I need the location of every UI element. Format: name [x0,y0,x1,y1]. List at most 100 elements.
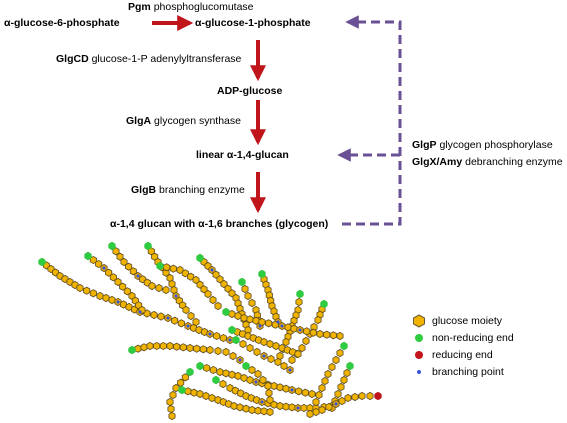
red-dot-icon [415,351,423,359]
glucose-unit [240,313,248,323]
glucose-unit [171,316,179,325]
glucose-unit [192,275,200,285]
glucose-unit [315,390,323,400]
g1p-label: α-glucose-1-phosphate [195,17,311,29]
glucose-unit [166,341,174,351]
glucose-unit [324,369,332,379]
glucose-unit [239,339,247,349]
glucose-unit [209,365,217,375]
glucose-unit [159,341,167,351]
glucose-unit [255,335,263,345]
glucose-unit [206,345,214,355]
glucose-unit [157,312,165,321]
glucose-unit [236,403,244,412]
glucose-unit [336,331,344,341]
glgcd-name: glucose-1-P adenylyltransferase [91,53,242,65]
glgx-enzyme: GlgX/Amy [412,156,463,168]
glucose-unit [229,351,237,361]
non-reducing-end [222,308,230,316]
glucose-unit [83,286,91,295]
glucose-unit [182,305,190,315]
pgm-label: Pgm phosphoglucomutase [128,1,254,13]
glucose-unit [300,403,308,413]
glucose-unit [162,285,170,295]
glucose-unit [199,345,207,354]
branching-point [116,300,120,304]
glucose-unit [239,329,247,339]
glucose-unit [76,283,84,293]
glucose-unit [254,369,262,379]
non-reducing-end [212,376,220,384]
glucose-unit [298,343,306,353]
glucose-unit [184,387,192,396]
glucose-unit [214,346,222,356]
glucose-unit [202,391,210,401]
glucose-unit [258,317,266,327]
glucose-unit [187,311,195,321]
glucose-unit [323,330,331,339]
glucose-unit [105,268,113,277]
glga-enzyme: GlgA [126,115,152,127]
non-reducing-end [178,386,186,394]
glucose-unit [231,386,239,395]
glga-name: glycogen synthase [154,115,241,127]
glucose-unit [248,365,256,375]
glucose-unit [247,393,255,403]
glucose-unit [343,368,351,378]
glucose-unit [192,317,200,327]
glucose-unit [169,264,177,273]
glucose-unit [309,328,317,337]
glucose-unit [246,375,254,385]
glucose-unit [203,363,211,373]
glucose-unit [295,387,303,396]
g6p-label: α-glucose-6-phosphate [4,17,120,29]
glucose-unit [260,337,268,347]
non-reducing-end [320,300,328,308]
glucose-unit [248,298,256,308]
glucose-unit [176,265,184,275]
glucose-unit [222,369,230,378]
glucose-unit [288,355,296,365]
glucose-unit [241,284,249,294]
glgx-name: debranching enzyme [465,156,563,168]
branching-point [296,406,300,410]
legend-label: non-reducing end [432,332,514,344]
glucose-unit [129,267,137,276]
glucose-unit [337,382,345,392]
branching-point [298,328,302,332]
legend-label: branching point [432,366,504,378]
glucose-unit [267,354,275,364]
glucose-unit [208,393,216,403]
glucose-unit [344,393,352,403]
glucose-unit [265,388,273,398]
glucose-unit [282,337,290,347]
glucose-unit [237,389,245,398]
glucose-unit [321,376,329,386]
glucose-unit [177,319,185,328]
legend-item-branching: branching point [410,364,560,381]
glucose-hexagon-icon [413,314,425,328]
glucose-unit [316,329,324,339]
glycogen-label: α-1,4 glucan with α-1,6 branches (glycog… [110,218,329,230]
glucose-unit [212,270,220,279]
glucose-unit [209,295,217,305]
pgm-name: phosphoglucomutase [153,1,254,13]
glucose-unit [282,402,290,411]
glucose-unit [163,263,171,272]
glucose-unit [96,291,104,301]
glucose-unit [252,316,260,325]
glucose-unit [95,259,103,269]
glucose-unit [216,275,224,284]
glucose-unit [213,331,221,341]
glucose-unit [228,289,236,298]
legend: glucose moiety non-reducing end reducing… [410,313,560,381]
glucose-unit [146,341,154,351]
glucose-unit [153,341,161,351]
glucose-unit [246,343,254,353]
non-reducing-end [108,242,116,250]
glucose-unit [140,343,148,352]
glucose-unit [172,383,180,393]
glucose-unit [276,401,284,411]
glucose-unit [168,411,176,421]
